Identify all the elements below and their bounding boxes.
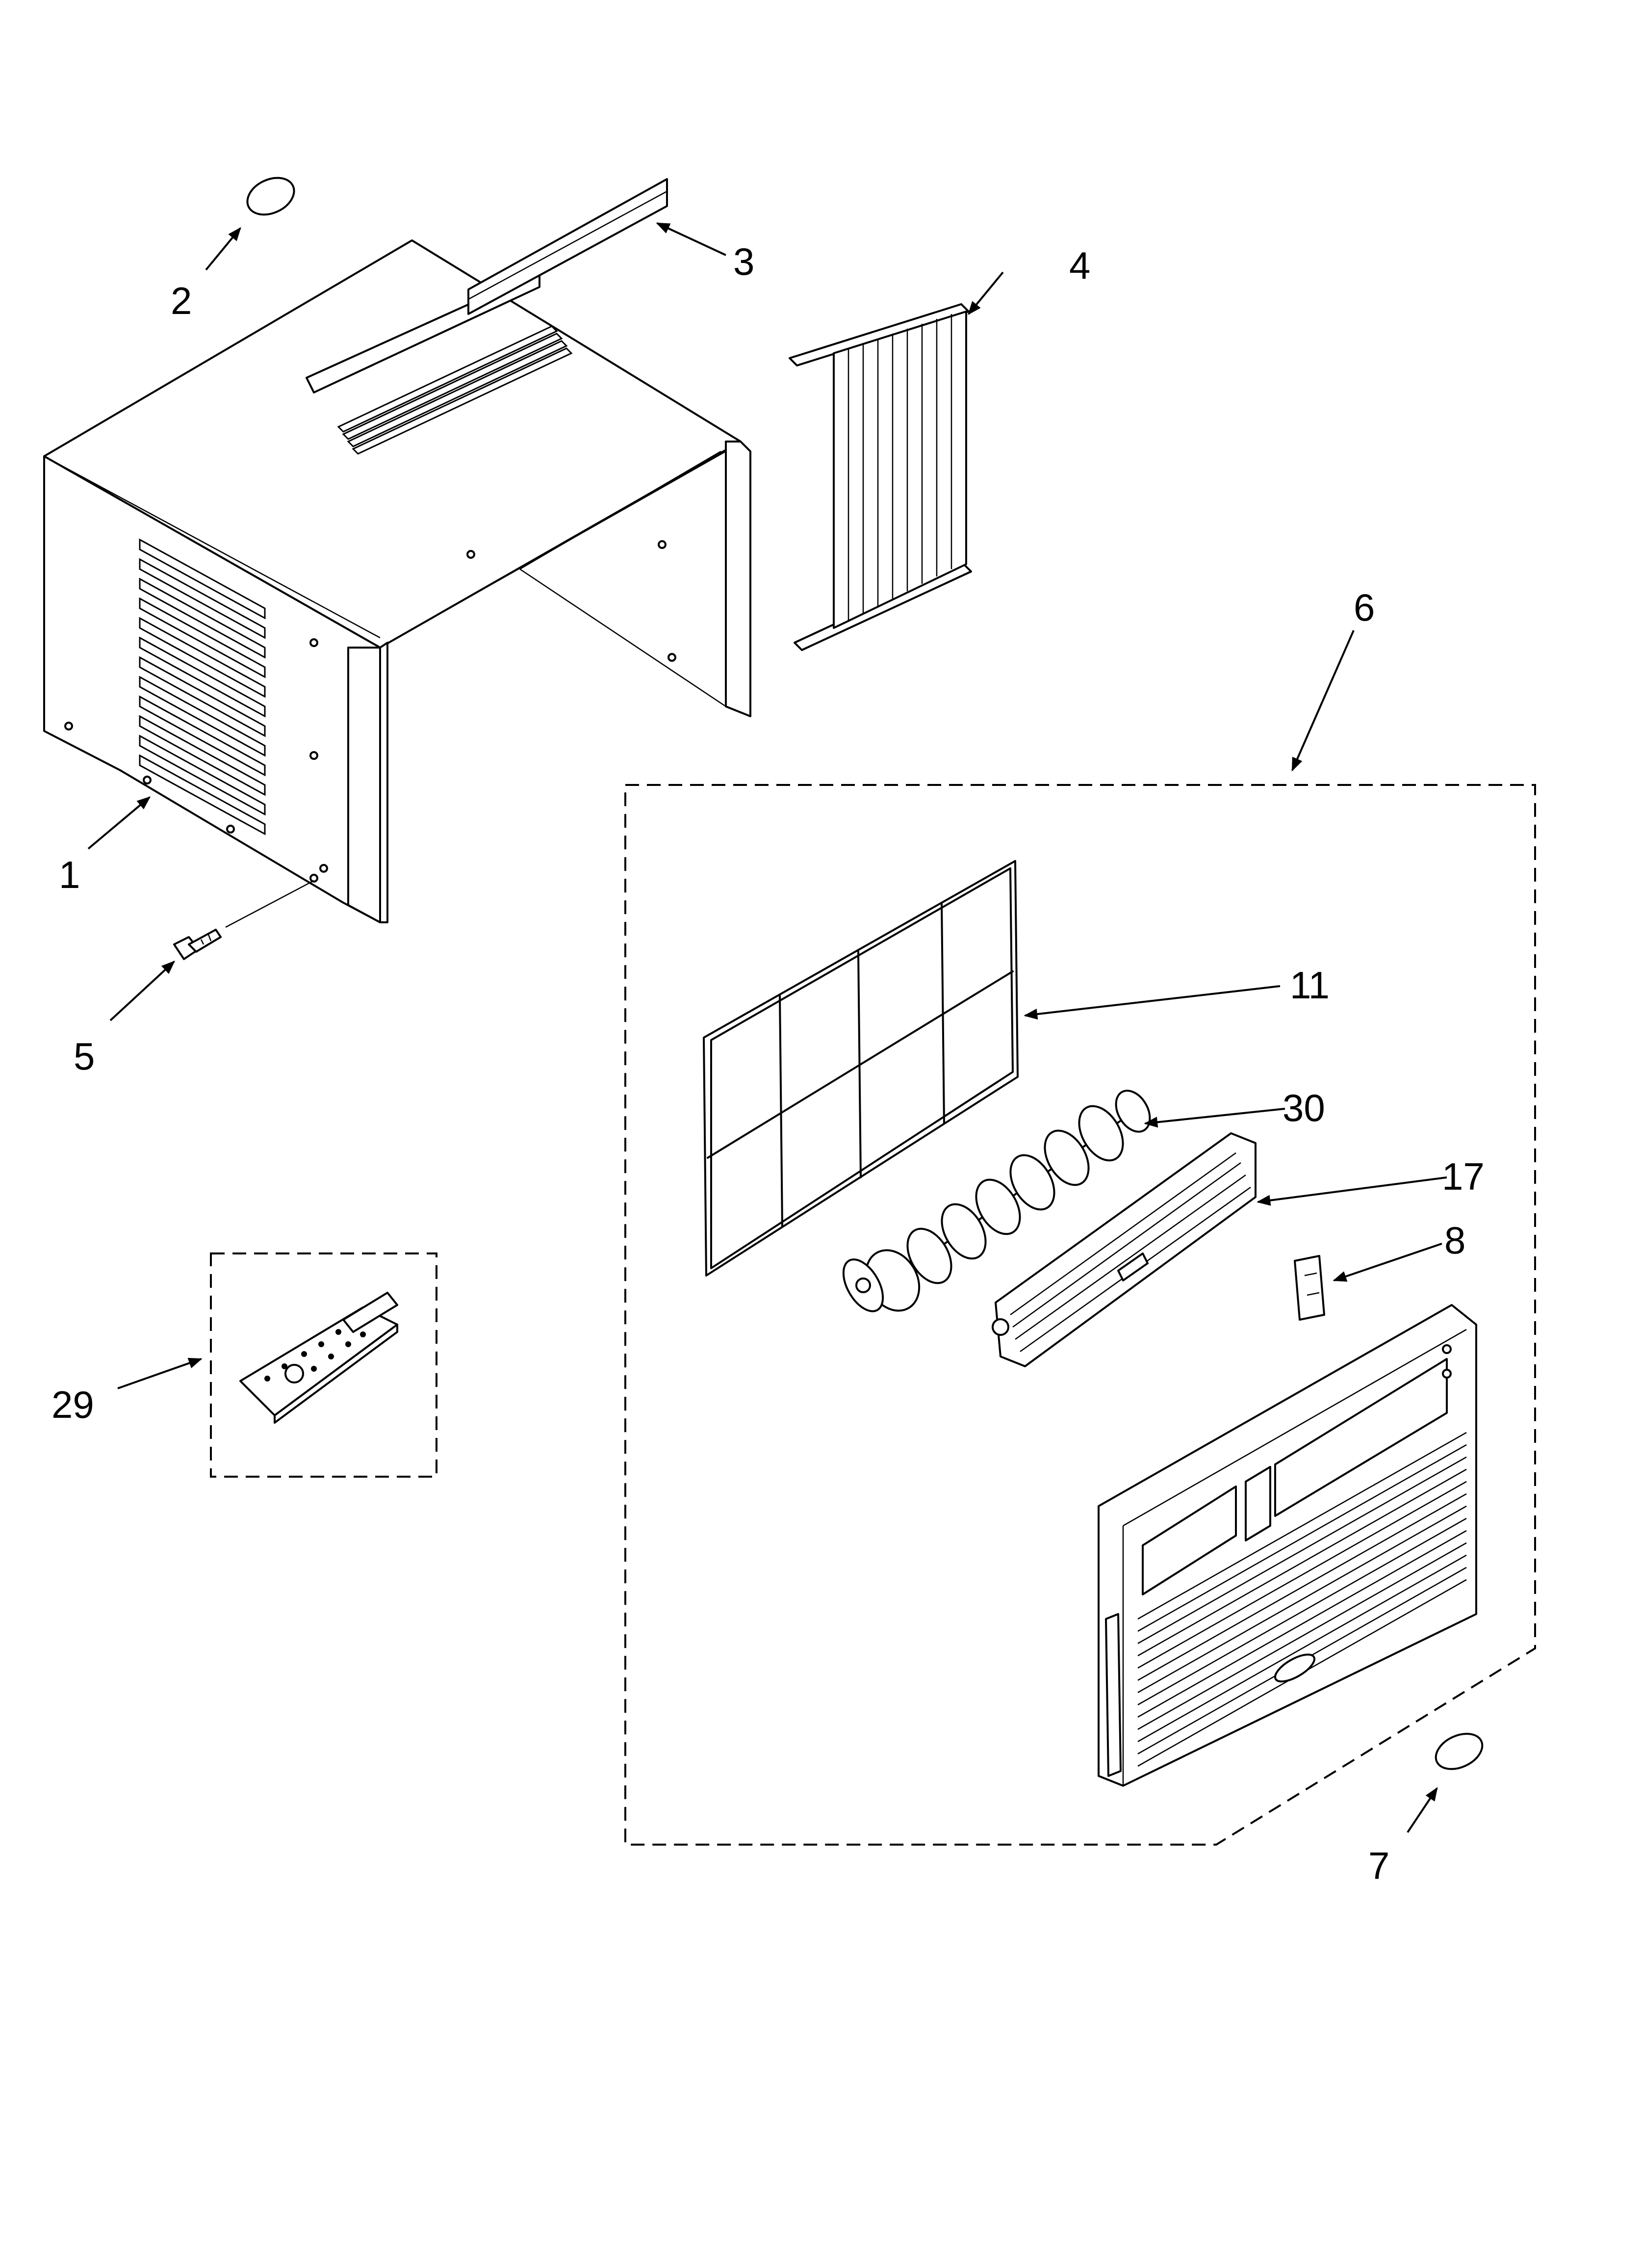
- callout-2: 2: [171, 279, 192, 322]
- screw-icon: [173, 929, 222, 960]
- cabinet-icon: [43, 239, 751, 923]
- side-louvers-icon: [139, 538, 266, 835]
- callout-17: 17: [1442, 1155, 1485, 1198]
- callout-3: 3: [733, 240, 754, 283]
- front-grille-icon: [1098, 1304, 1477, 1787]
- gasket-2-icon: [246, 177, 295, 216]
- callout-6: 6: [1354, 586, 1375, 629]
- callout-4: 4: [1069, 244, 1090, 287]
- callout-29: 29: [51, 1383, 94, 1426]
- louver-assembly-icon: [992, 1132, 1257, 1367]
- top-rail-icon: [467, 178, 668, 315]
- vane-shaft-icon: [842, 1090, 1151, 1312]
- gasket-7-icon: [1435, 1733, 1484, 1770]
- callout-11: 11: [1290, 964, 1330, 1007]
- front-assembly-group-outline: [624, 784, 1536, 1846]
- bracket-icon: [1294, 1255, 1325, 1321]
- callout-7: 7: [1368, 1844, 1389, 1887]
- callout-1: 1: [59, 853, 80, 896]
- callout-8: 8: [1444, 1219, 1465, 1262]
- side-curtain-icon: [789, 303, 972, 651]
- air-filter-icon: [703, 860, 1019, 1277]
- top-vents-icon: [337, 325, 573, 455]
- callout-30: 30: [1283, 1086, 1325, 1129]
- callout-5: 5: [74, 1035, 95, 1078]
- remote-control-icon: [239, 1292, 398, 1424]
